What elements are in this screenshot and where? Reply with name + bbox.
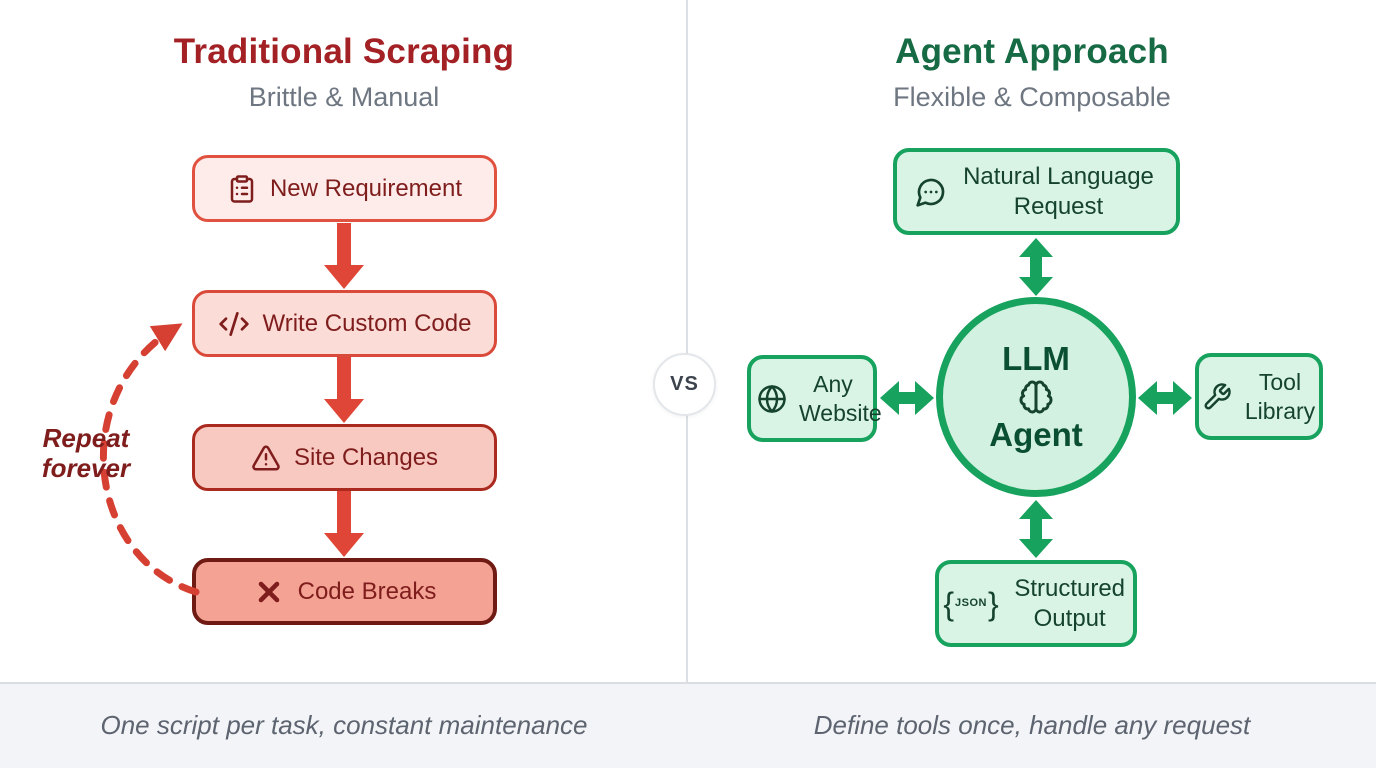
speech-bubble-icon [915,178,944,207]
left-panel-title: Traditional Scraping [173,32,515,71]
node-structured-output: { JSON } Structured Output [935,560,1137,647]
flow-box-label: Code Breaks [297,577,437,605]
flow-box-site-changes: Site Changes [192,424,497,491]
llm-label: LLM [1002,340,1070,377]
left-panel-subtitle: Brittle & Manual [248,82,440,112]
double-arrow-vertical-icon [1019,238,1053,296]
node-any-website: Any Website [747,355,882,442]
code-icon [218,311,249,336]
left-caption: One script per task, constant maintenanc… [100,710,588,740]
brain-icon [1019,380,1053,414]
repeat-loop-arrow [100,323,200,596]
node-tool-library: Tool Library [1195,353,1323,440]
node-label: Any Website [799,371,882,426]
vs-badge: VS [653,353,716,416]
node-natural-language-request: Natural Language Request [893,148,1180,235]
bottom-caption-band: One script per task, constant maintenanc… [0,682,1376,768]
flow-box-code-breaks: Code Breaks [192,558,497,625]
flow-box-label: Write Custom Code [262,309,472,337]
node-label: Natural Language Request [963,163,1154,220]
node-label: Structured Output [1014,575,1126,632]
x-icon [258,581,279,602]
flow-box-new-requirement: New Requirement [192,155,497,222]
flow-box-label: New Requirement [269,174,463,202]
agent-label: Agent [989,416,1083,453]
llm-agent-circle: LLM Agent [936,297,1136,497]
json-icon: { JSON } [943,585,999,622]
double-arrow-horizontal-icon [880,381,934,415]
double-arrow-vertical-icon [1019,500,1053,558]
right-panel-title: Agent Approach [895,32,1169,71]
clipboard-icon [230,174,254,203]
right-caption: Define tools once, handle any request [813,710,1251,740]
repeat-forever-label: Repeat forever [41,423,131,483]
vs-label: VS [670,373,699,395]
arrow-down-icon [324,357,364,423]
wrench-icon [1204,382,1231,409]
globe-icon [758,384,786,413]
arrow-down-icon [324,491,364,557]
arrow-down-icon [324,223,364,289]
double-arrow-horizontal-icon [1138,381,1192,415]
right-panel-subtitle: Flexible & Composable [893,82,1171,112]
flow-box-label: Site Changes [293,443,439,471]
warning-icon [252,445,280,471]
flow-box-write-custom-code: Write Custom Code [192,290,497,357]
node-label: Tool Library [1244,369,1316,424]
